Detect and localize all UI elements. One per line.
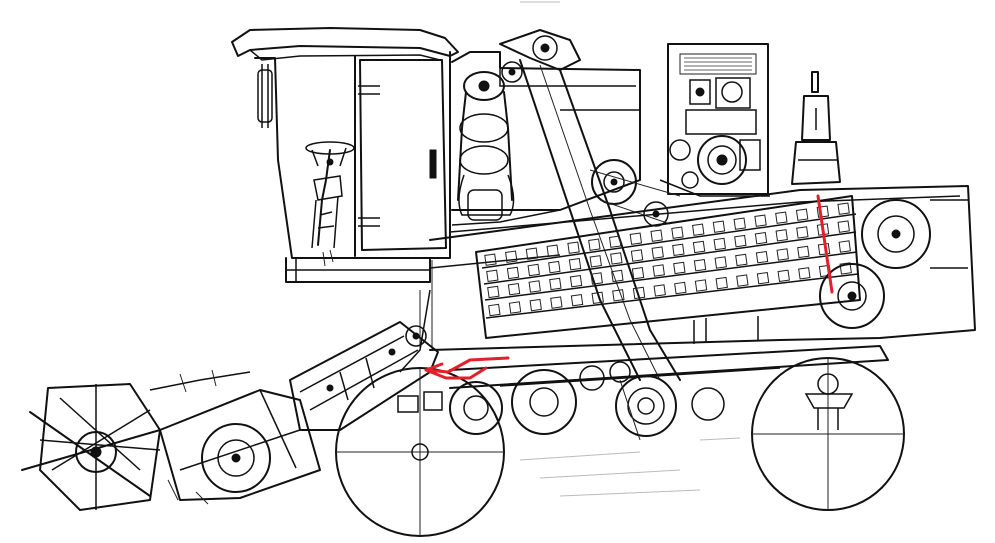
walker-tooth bbox=[839, 262, 852, 275]
flow-direction-arrow bbox=[424, 356, 510, 380]
walker-tooth bbox=[570, 293, 584, 307]
walker-tooth bbox=[653, 284, 666, 297]
walker-tooth bbox=[797, 245, 810, 259]
walker-tooth bbox=[506, 266, 520, 280]
walker-tooth bbox=[796, 226, 809, 239]
walker-tooth bbox=[505, 250, 518, 263]
walker-tooth bbox=[548, 260, 561, 274]
thresher-body bbox=[419, 185, 976, 351]
walker-tooth bbox=[568, 257, 582, 271]
walker-tooth bbox=[612, 289, 625, 302]
walker-tooth bbox=[837, 220, 850, 233]
engine bbox=[659, 43, 770, 197]
walker-tooth bbox=[733, 217, 746, 230]
walker-tooth bbox=[775, 211, 788, 224]
walker-tooth bbox=[775, 229, 788, 242]
walker-tooth bbox=[777, 269, 790, 283]
walker-tooth bbox=[652, 264, 665, 277]
scan-artifacts bbox=[519, 1, 741, 497]
walker-tooth bbox=[715, 276, 728, 290]
walker-tooth bbox=[507, 282, 521, 296]
section-marker-line bbox=[816, 194, 834, 294]
track-rollers bbox=[449, 345, 889, 441]
straw-walker bbox=[475, 195, 861, 339]
walker-tooth bbox=[693, 258, 707, 272]
feeder-house bbox=[289, 321, 439, 431]
walker-tooth bbox=[736, 274, 749, 287]
walker-tooth bbox=[529, 298, 542, 312]
walker-tooth bbox=[816, 205, 830, 218]
walker-tooth bbox=[589, 255, 602, 268]
walker-tooth bbox=[590, 272, 603, 285]
walker-tooth bbox=[754, 214, 767, 227]
walker-tooth bbox=[525, 247, 539, 260]
front-drive-wheel bbox=[335, 367, 505, 537]
walker-tooth bbox=[671, 226, 684, 239]
walker-tooth bbox=[610, 252, 623, 265]
walker-tooth bbox=[608, 235, 622, 248]
walker-tooth bbox=[837, 202, 850, 215]
walker-tooth bbox=[508, 301, 522, 314]
walker-tooth bbox=[528, 280, 541, 293]
walker-tooth bbox=[631, 266, 645, 280]
walker-tooth bbox=[569, 274, 583, 288]
walker-tooth bbox=[484, 253, 497, 266]
walker-tooth bbox=[546, 244, 559, 257]
walker-tooth bbox=[838, 240, 851, 253]
walker-tooth bbox=[630, 249, 644, 262]
operator-cab bbox=[231, 27, 459, 259]
grain-elevator bbox=[499, 29, 681, 381]
unloading-auger bbox=[457, 71, 515, 221]
walker-tooth bbox=[713, 237, 726, 251]
walker-tooth bbox=[754, 231, 768, 245]
upper-pulleys bbox=[589, 159, 681, 227]
walker-tooth bbox=[712, 220, 726, 233]
walker-tooth bbox=[776, 248, 789, 261]
walker-tooth bbox=[486, 269, 499, 283]
walker-tooth bbox=[672, 243, 685, 257]
walker-tooth bbox=[629, 232, 643, 245]
walker-tooth bbox=[734, 234, 747, 248]
walker-tooth bbox=[735, 253, 748, 267]
walker-tooth bbox=[650, 229, 663, 242]
walker-tooth bbox=[487, 285, 500, 299]
walker-tooth bbox=[488, 303, 501, 317]
frame-rails bbox=[397, 289, 759, 413]
walker-tooth bbox=[611, 269, 624, 283]
walker-tooth bbox=[692, 240, 706, 254]
air-cleaner bbox=[791, 71, 841, 185]
walker-tooth bbox=[527, 263, 540, 277]
walker-tooth bbox=[674, 281, 687, 295]
walker-tooth bbox=[567, 241, 580, 254]
reel bbox=[21, 369, 251, 511]
walker-tooth bbox=[756, 271, 770, 285]
header-table bbox=[159, 389, 321, 505]
walker-tooth bbox=[817, 242, 831, 256]
walker-tooth bbox=[714, 256, 727, 269]
rear-beater bbox=[819, 199, 968, 329]
cab-platform bbox=[285, 257, 431, 283]
rear-steer-wheel bbox=[751, 357, 905, 511]
walker-tooth bbox=[651, 246, 664, 259]
walker-tooth bbox=[588, 238, 601, 251]
walker-tooth bbox=[692, 223, 705, 236]
walker-tooth bbox=[798, 267, 811, 280]
walker-tooth bbox=[694, 279, 708, 292]
walker-tooth bbox=[591, 291, 604, 305]
walker-tooth bbox=[755, 250, 769, 264]
walker-tooth bbox=[549, 277, 562, 291]
walker-tooth bbox=[673, 261, 686, 275]
walker-tooth bbox=[795, 208, 809, 221]
steering-column bbox=[305, 141, 355, 267]
walker-tooth bbox=[632, 286, 646, 300]
walker-tooth bbox=[550, 296, 563, 309]
